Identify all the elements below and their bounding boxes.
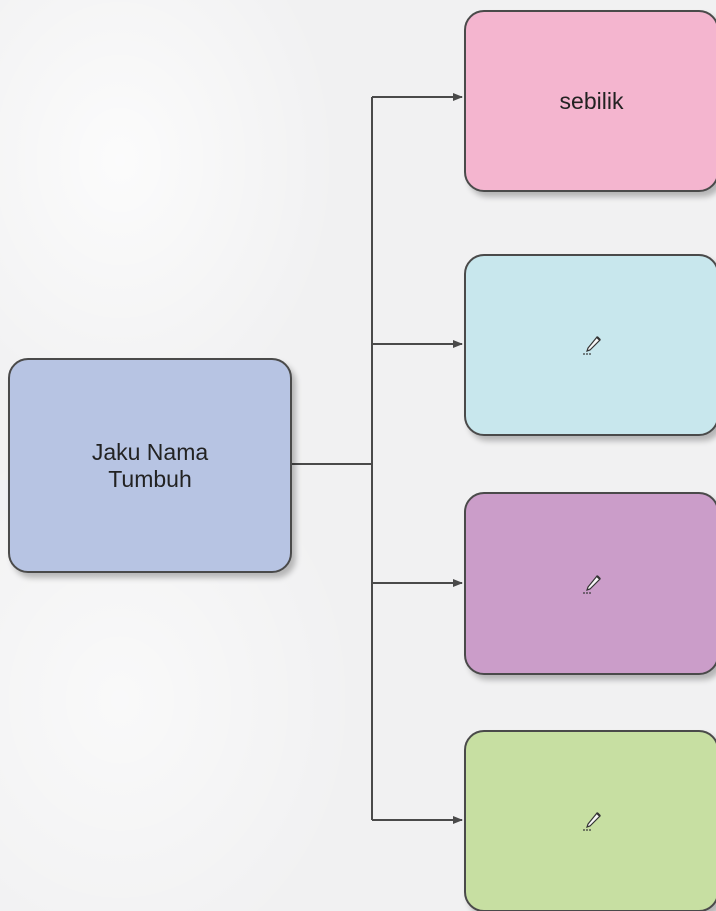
root-node-label: Jaku Nama Tumbuh bbox=[92, 439, 208, 493]
pen-icon bbox=[582, 336, 601, 355]
root-node: Jaku Nama Tumbuh bbox=[8, 358, 292, 573]
branch-node-sebilik: sebilik bbox=[464, 10, 716, 192]
pen-icon bbox=[582, 574, 601, 594]
pen-icon bbox=[582, 812, 601, 831]
root-label-line-1: Jaku Nama bbox=[91, 438, 209, 465]
branch-node-empty-2[interactable] bbox=[464, 492, 716, 675]
branch-node-label: sebilik bbox=[559, 87, 624, 114]
branch-node-empty-3[interactable] bbox=[464, 730, 716, 911]
root-label-line-2: Tumbuh bbox=[108, 465, 192, 492]
branch-node-empty-1[interactable] bbox=[464, 254, 716, 436]
